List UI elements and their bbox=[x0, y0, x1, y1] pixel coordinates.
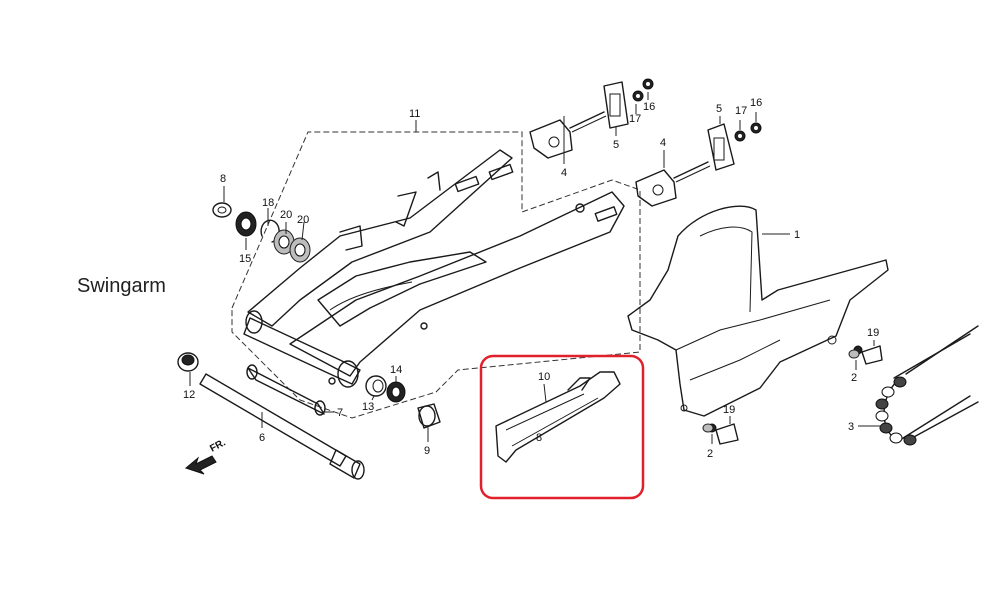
part-16-nut-upper[interactable] bbox=[642, 78, 654, 90]
diagram-title: Swingarm bbox=[77, 275, 166, 297]
callout-1: 1 bbox=[794, 229, 800, 241]
callout-14: 14 bbox=[390, 364, 402, 376]
callout-17-lower: 17 bbox=[735, 105, 747, 117]
callout-9: 9 bbox=[424, 445, 430, 457]
part-17-nut-upper[interactable] bbox=[632, 90, 644, 102]
front-direction-arrow: FR. bbox=[184, 437, 228, 475]
part-8-collar[interactable] bbox=[212, 202, 232, 218]
part-2-washer-left[interactable] bbox=[702, 423, 714, 433]
part-20-bearing-a[interactable] bbox=[273, 229, 295, 255]
part-17-nut-lower[interactable] bbox=[734, 130, 746, 142]
part-10-chain-slider[interactable]: 8 bbox=[495, 371, 621, 463]
part-12-pivot-nut[interactable] bbox=[177, 352, 199, 372]
callout-7: 7 bbox=[337, 407, 343, 419]
callout-18: 18 bbox=[262, 197, 274, 209]
chain-link bbox=[875, 398, 889, 410]
callout-5-upper: 5 bbox=[613, 139, 619, 151]
part-7-pivot-collar[interactable] bbox=[246, 364, 326, 416]
callout-15: 15 bbox=[239, 253, 251, 265]
chain-link bbox=[879, 422, 893, 434]
part-5-adjuster-plate-lower[interactable] bbox=[707, 123, 735, 171]
part-9-collar[interactable] bbox=[417, 403, 441, 429]
part-4-chain-adjuster-upper[interactable] bbox=[529, 111, 607, 159]
callout-11: 11 bbox=[409, 108, 420, 120]
swingarm[interactable] bbox=[243, 149, 625, 388]
callout-17-upper: 17 bbox=[629, 113, 641, 125]
highlight-box bbox=[479, 354, 645, 500]
callout-labels: 1 2 2 3 4 4 5 5 6 7 8 9 10 11 12 13 14 1… bbox=[183, 97, 879, 460]
callout-16-lower: 16 bbox=[750, 97, 762, 109]
part-3-drive-chain[interactable] bbox=[875, 325, 979, 446]
slider-mark-8: 8 bbox=[536, 432, 542, 444]
part-20-bearing-b[interactable] bbox=[289, 237, 311, 263]
callout-8: 8 bbox=[220, 173, 226, 185]
swingarm-assembly-outline bbox=[231, 131, 641, 419]
chain-link bbox=[903, 434, 917, 446]
callout-5-lower: 5 bbox=[716, 103, 722, 115]
callout-6: 6 bbox=[259, 432, 265, 444]
part-1-rear-fender[interactable] bbox=[627, 205, 889, 417]
callout-4-upper: 4 bbox=[561, 167, 567, 179]
callout-19-right: 19 bbox=[867, 327, 879, 339]
callout-2-right: 2 bbox=[851, 372, 857, 384]
callout-10: 10 bbox=[538, 371, 550, 383]
part-5-adjuster-plate-upper[interactable] bbox=[603, 81, 629, 129]
part-2-washer-right[interactable] bbox=[848, 349, 860, 359]
chain-link bbox=[881, 386, 895, 398]
callout-4-lower: 4 bbox=[660, 137, 666, 149]
front-direction-label: FR. bbox=[208, 437, 228, 454]
callout-2-left: 2 bbox=[707, 448, 713, 460]
callout-20-b: 20 bbox=[297, 214, 309, 226]
chain-link bbox=[889, 432, 903, 444]
callout-3: 3 bbox=[848, 421, 854, 433]
part-13-bushing[interactable] bbox=[365, 375, 387, 397]
part-6-pivot-bolt[interactable] bbox=[199, 373, 365, 480]
part-16-nut-lower[interactable] bbox=[750, 122, 762, 134]
callout-12: 12 bbox=[183, 389, 195, 401]
callout-13: 13 bbox=[362, 401, 374, 413]
callout-19-left: 19 bbox=[723, 404, 735, 416]
part-4-chain-adjuster-lower[interactable] bbox=[635, 161, 711, 207]
part-14-bearing[interactable] bbox=[386, 381, 406, 403]
part-15-dust-seal[interactable] bbox=[235, 211, 257, 237]
callout-20-a: 20 bbox=[280, 209, 292, 221]
leader-lines bbox=[189, 92, 880, 444]
callout-16-upper: 16 bbox=[643, 101, 655, 113]
chain-link bbox=[875, 410, 889, 422]
chain-link bbox=[893, 376, 907, 388]
